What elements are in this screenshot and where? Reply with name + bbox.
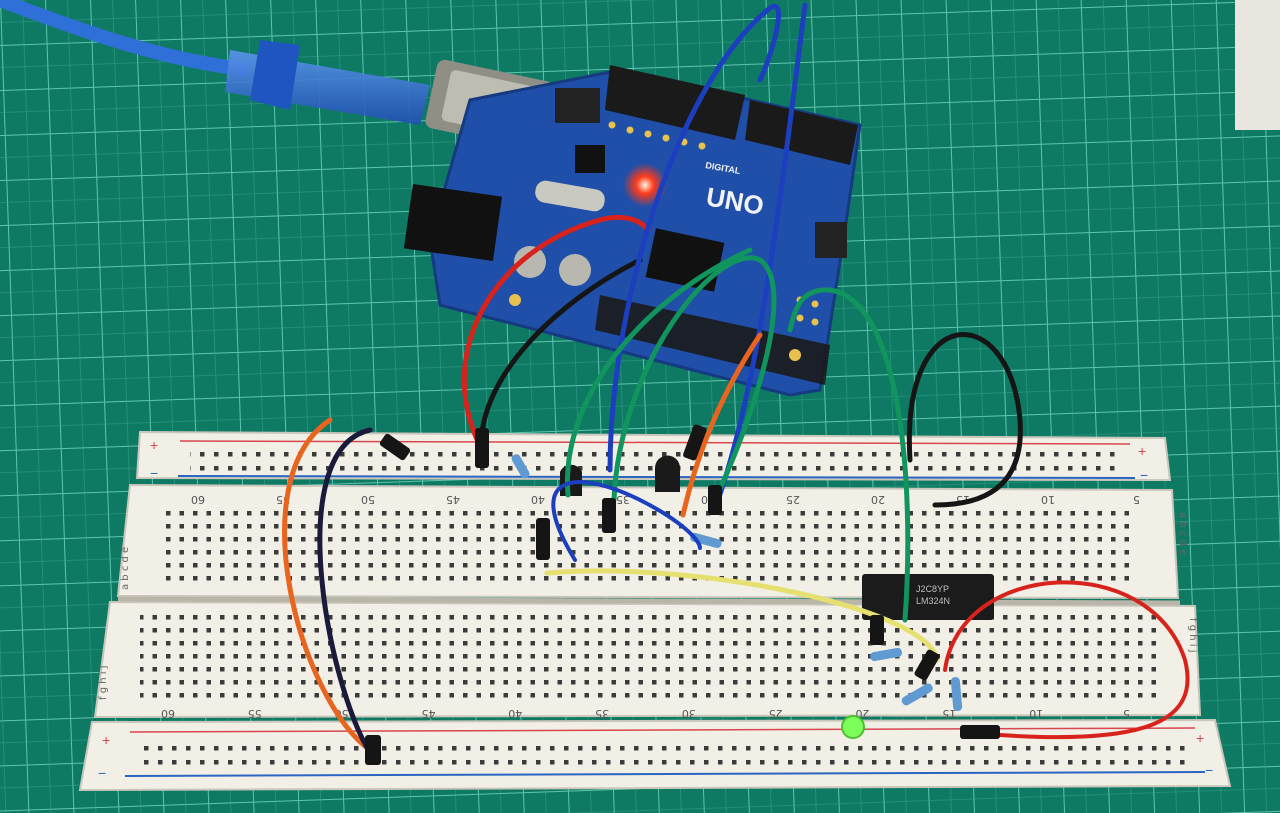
wire-yellow	[544, 568, 940, 663]
wire-connector-ends	[365, 424, 1000, 765]
capacitor-1	[514, 246, 546, 278]
column-number: 50	[361, 493, 375, 506]
column-number: 45	[446, 493, 460, 506]
wire-blue-2	[715, 2, 808, 503]
column-number: 5	[1133, 493, 1140, 506]
column-number: 40	[531, 493, 545, 506]
power-jack	[403, 184, 503, 261]
wire-green-2	[611, 255, 777, 503]
rail-plus-bottom-right: +	[1196, 730, 1204, 746]
row-letters-left-bottom: f g h i j	[98, 666, 109, 700]
rail-minus-bottom-left: −	[98, 765, 106, 781]
column-number: 10	[1041, 493, 1055, 506]
icsp-header-2	[555, 88, 600, 123]
transistor-1	[655, 455, 680, 492]
wire-red-2	[943, 580, 1190, 740]
rail-minus-top-left: −	[150, 465, 158, 481]
wire-black-2	[317, 427, 378, 763]
icsp-header	[815, 222, 847, 258]
capacitor-2	[559, 254, 591, 286]
row-letters-right-bottom: f g h i j	[1187, 618, 1198, 652]
column-number: 20	[871, 493, 885, 506]
wire-black-3	[906, 332, 1023, 508]
wire-red-5v	[461, 214, 651, 458]
column-number: 35	[616, 493, 630, 506]
column-number: 10	[1029, 707, 1043, 720]
rail-minus-bottom-right: −	[1205, 762, 1213, 778]
column-number: 25	[769, 707, 783, 720]
mat-corner-paper	[1235, 0, 1280, 130]
resistors	[511, 454, 963, 712]
wire-green-1	[564, 247, 753, 498]
row-letters-left-top: a b c d e	[120, 547, 131, 590]
column-number: 40	[508, 707, 522, 720]
column-number: 15	[942, 707, 956, 720]
column-number: 5	[1123, 707, 1130, 720]
column-number: 60	[161, 707, 175, 720]
green-led	[841, 715, 865, 739]
rail-plus-bottom-left: +	[102, 732, 110, 748]
column-number: 45	[422, 707, 436, 720]
column-number: 55	[248, 707, 262, 720]
column-number: 35	[595, 707, 609, 720]
rail-plus-top-right: +	[1138, 443, 1146, 459]
chip-label-line1: J2C8YP	[916, 584, 949, 594]
column-number: 30	[682, 707, 696, 720]
wire-blue-3	[551, 480, 702, 562]
chip-label-line2: LM324N	[916, 596, 950, 606]
jumper-wires	[282, 2, 1190, 763]
wire-green-3	[787, 287, 911, 623]
crystal	[535, 180, 605, 212]
column-number: 60	[191, 493, 205, 506]
column-number: 25	[786, 493, 800, 506]
row-letters-right-top: a b c d e	[1177, 512, 1188, 555]
lm324-chip: J2C8YP LM324N	[862, 574, 994, 620]
rail-plus-top-left: +	[150, 437, 158, 453]
rail-minus-top-right: −	[1140, 467, 1148, 483]
usb-chip	[575, 145, 605, 173]
wire-orange-2	[282, 417, 373, 753]
wire-orange-1	[680, 332, 763, 518]
